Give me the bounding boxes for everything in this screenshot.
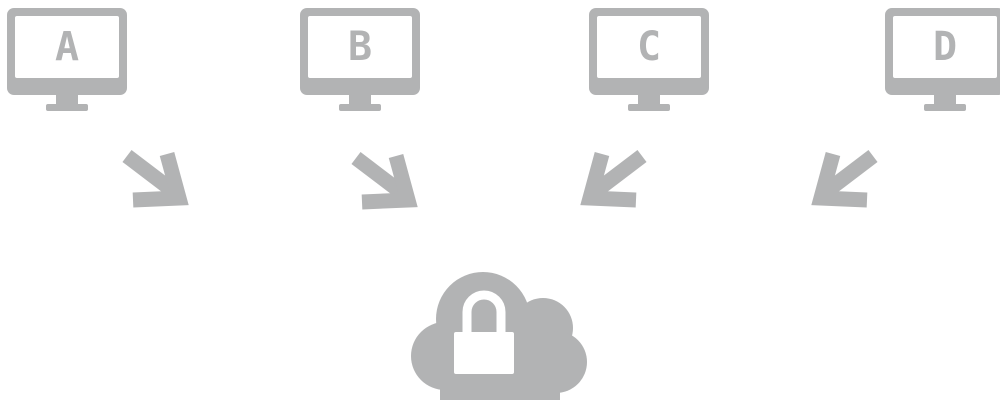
- arrow-down-left-icon: [811, 150, 878, 208]
- monitor-label: C: [637, 24, 661, 70]
- sync-arrows: [122, 150, 878, 210]
- arrow-down-right-icon: [122, 150, 189, 208]
- monitor-label: D: [933, 24, 957, 70]
- monitor-icon: [589, 8, 709, 111]
- monitor-b: B: [300, 8, 420, 111]
- monitor-label: A: [55, 24, 79, 70]
- monitor-d: D: [885, 8, 1000, 111]
- monitor-c: C: [589, 8, 709, 111]
- monitor-icon: [300, 8, 420, 111]
- client-monitors: A B C D: [7, 8, 1000, 111]
- monitor-icon: [7, 8, 127, 111]
- monitor-label: B: [348, 24, 372, 70]
- arrow-down-right-icon: [351, 152, 418, 210]
- lock-icon: [454, 290, 514, 374]
- monitor-a: A: [7, 8, 127, 111]
- monitor-icon: [885, 8, 1000, 111]
- arrow-down-left-icon: [580, 150, 647, 208]
- cloud-lock-icon: [411, 272, 587, 400]
